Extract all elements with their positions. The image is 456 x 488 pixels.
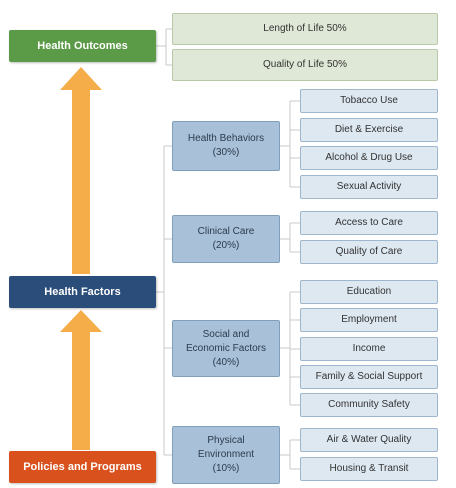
category-social-economic: Social and Economic Factors (40%) — [172, 320, 280, 377]
category-health-behaviors: Health Behaviors (30%) — [172, 121, 280, 171]
outcome-length-of-life: Length of Life 50% — [172, 13, 438, 45]
health-outcomes-box: Health Outcomes — [9, 30, 156, 62]
up-arrow-to-outcomes — [60, 67, 102, 274]
clinical-connector — [280, 222, 300, 253]
item-family-social-support: Family & Social Support — [300, 365, 438, 389]
item-diet-exercise: Diet & Exercise — [300, 118, 438, 142]
behaviors-connector — [280, 100, 300, 188]
item-income: Income — [300, 337, 438, 361]
category-clinical-care: Clinical Care (20%) — [172, 215, 280, 263]
policies-programs-box: Policies and Programs — [9, 451, 156, 483]
item-quality-of-care: Quality of Care — [300, 240, 438, 264]
item-sexual-activity: Sexual Activity — [300, 175, 438, 199]
item-employment: Employment — [300, 308, 438, 332]
physical-connector — [280, 439, 300, 470]
item-access-to-care: Access to Care — [300, 211, 438, 235]
item-air-water-quality: Air & Water Quality — [300, 428, 438, 452]
outcome-quality-of-life: Quality of Life 50% — [172, 49, 438, 81]
social-connector — [280, 291, 300, 406]
item-community-safety: Community Safety — [300, 393, 438, 417]
up-arrow-to-factors — [60, 310, 102, 450]
factors-trunk-connector — [156, 145, 172, 456]
category-physical-environment: Physical Environment (10%) — [172, 426, 280, 484]
health-factors-box: Health Factors — [9, 276, 156, 308]
outcomes-connector — [156, 28, 172, 66]
item-education: Education — [300, 280, 438, 304]
item-alcohol-drug-use: Alcohol & Drug Use — [300, 146, 438, 170]
item-housing-transit: Housing & Transit — [300, 457, 438, 481]
item-tobacco-use: Tobacco Use — [300, 89, 438, 113]
